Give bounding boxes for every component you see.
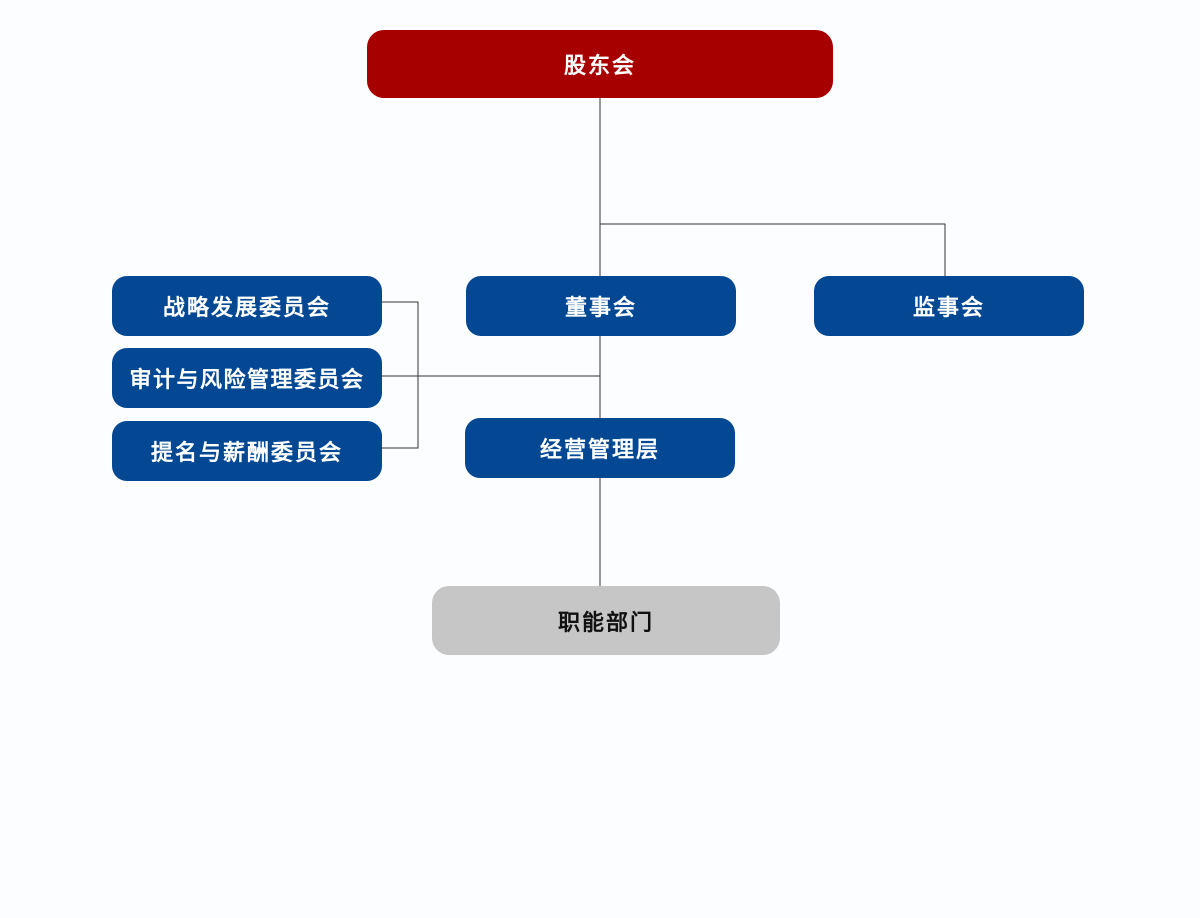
node-nomination-committee: 提名与薪酬委员会	[112, 421, 382, 481]
node-board-label: 董事会	[564, 296, 637, 321]
node-departments-label: 职能部门	[557, 610, 654, 636]
node-supervisors-label: 监事会	[912, 296, 985, 321]
connector-strategy-committee	[382, 301, 419, 449]
node-strategy-committee: 战略发展委员会	[112, 276, 382, 336]
node-board: 董事会	[466, 276, 736, 336]
node-departments: 职能部门	[432, 586, 780, 655]
node-management-label: 经营管理层	[539, 438, 660, 463]
node-audit-committee-label: 审计与风险管理委员会	[129, 368, 365, 393]
node-management: 经营管理层	[465, 418, 735, 478]
node-shareholders-label: 股东会	[563, 54, 636, 79]
node-nomination-committee-label: 提名与薪酬委员会	[150, 441, 343, 466]
connector-to-supervisors	[600, 223, 946, 276]
node-audit-committee: 审计与风险管理委员会	[112, 348, 382, 408]
node-supervisors: 监事会	[814, 276, 1084, 336]
node-shareholders: 股东会	[367, 30, 833, 98]
node-strategy-committee-label: 战略发展委员会	[162, 296, 331, 321]
